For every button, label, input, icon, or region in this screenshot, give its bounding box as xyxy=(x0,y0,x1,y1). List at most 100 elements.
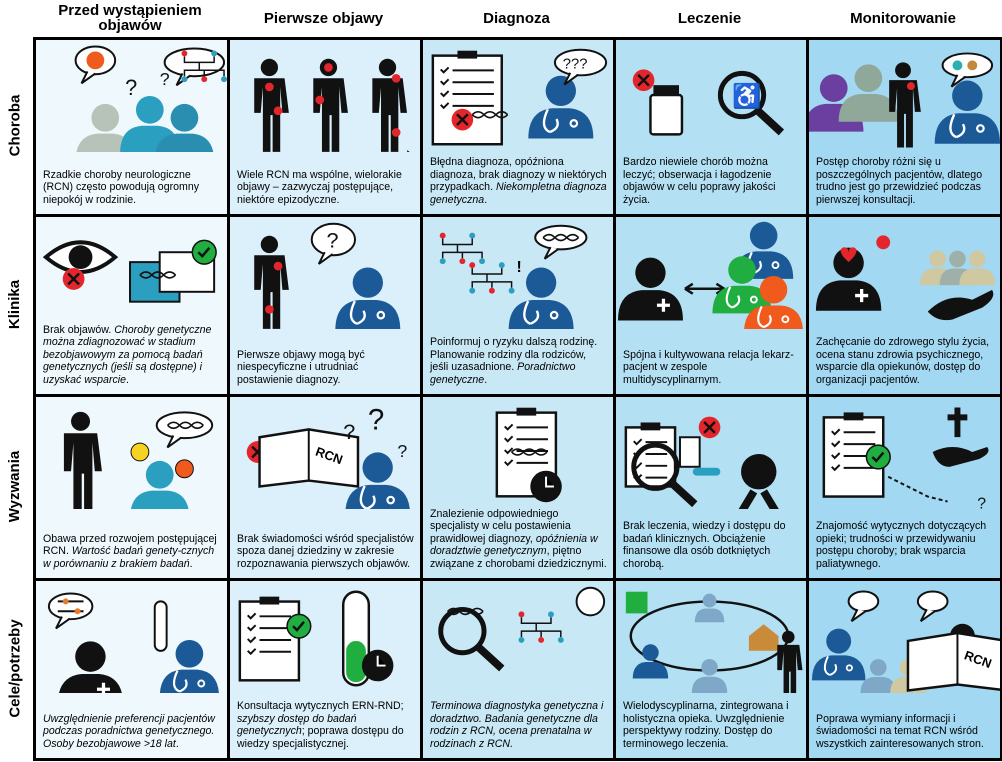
text-segment: szybszy dostęp do badań genetycznych xyxy=(237,712,357,738)
question-mark: ??? xyxy=(563,56,588,72)
grid-cell: Postęp choroby różni się u poszczególnyc… xyxy=(806,37,1002,217)
body-silhouette-icon xyxy=(254,235,289,329)
text-segment: Rzadkie choroby neurologiczne (RCN) częs… xyxy=(43,168,200,206)
cell-text: Wiele RCN ma wspólne, wielorakie objawy … xyxy=(237,169,414,206)
house-icon xyxy=(748,624,779,651)
doctor-icon xyxy=(811,628,866,681)
cell-illustration xyxy=(238,590,394,687)
cell-illustration xyxy=(617,221,803,329)
doctor-icon xyxy=(335,267,401,329)
wheelchair-icon: ♿ xyxy=(732,82,761,110)
text-segment: . xyxy=(175,737,179,750)
grid-cell: Wielodyscyplinarna, zintegrowana i holis… xyxy=(613,578,809,761)
text-segment: Wartość badań genety-cznych w porównaniu… xyxy=(43,545,215,570)
cell-illustration xyxy=(624,416,779,509)
cell-illustration xyxy=(47,592,219,693)
heart-icon xyxy=(840,247,857,263)
text-segment: Terminowa diagnostyka genetyczna i dorad… xyxy=(430,700,604,750)
magnifier-icon xyxy=(631,442,698,508)
dna-icon xyxy=(139,271,177,279)
grid-cell: ???Błędna diagnoza, opóźniona diagnoza, … xyxy=(420,37,616,217)
column-header: Pierwsze objawy xyxy=(263,9,384,27)
speech-bubble-icon xyxy=(941,52,994,88)
cell-text: Terminowa diagnostyka genetyczna i dorad… xyxy=(430,700,607,750)
magnifier-icon xyxy=(438,606,505,672)
cell-text: Brak objawów. Choroby genetyczne można z… xyxy=(43,324,221,386)
text-segment: Zachęcanie do zdrowego stylu życia, ocen… xyxy=(816,336,990,386)
check-mark-icon xyxy=(286,613,312,639)
text-segment: Brak objawów. xyxy=(43,323,115,336)
text-segment: Pierwsze objawy mogą być niespecyficzne … xyxy=(237,348,365,386)
clock-icon xyxy=(361,649,394,682)
person-icon xyxy=(691,659,728,693)
exclamation-mark: ! xyxy=(517,259,522,276)
speech-bubble-icon xyxy=(155,411,214,449)
text-segment: Poprawa wymiany informacji i świadomości… xyxy=(816,712,984,750)
clipboard-icon xyxy=(431,50,503,146)
family-tree-icon xyxy=(439,232,486,265)
row-header: Cele/potrzeby xyxy=(0,578,30,758)
clipboard-icon xyxy=(624,422,677,488)
cell-illustration xyxy=(438,586,606,672)
text-segment: Spójna i kultywowana relacja lekarz-pacj… xyxy=(623,348,794,386)
cell-text: Wielodyscyplinarna, zintegrowana i holis… xyxy=(623,700,800,750)
text-segment: Brak leczenia, wiedzy i dostępu do badań… xyxy=(623,520,786,570)
doctor-icon xyxy=(508,267,574,329)
clipboard-icon xyxy=(238,596,301,682)
row-header: Wyzwania xyxy=(0,394,30,578)
apple-icon xyxy=(876,235,891,250)
cell-text: Obawa przed rozwojem postępującej RCN. W… xyxy=(43,533,221,570)
dna-icon xyxy=(511,448,548,456)
speech-bubble-icon: ? xyxy=(310,222,357,265)
text-segment: . xyxy=(484,193,488,206)
cross-icon xyxy=(947,407,968,438)
grid-cell: ?Znajomość wytycznych dotyczących opieki… xyxy=(806,394,1002,581)
question-mark: ? xyxy=(326,227,338,252)
check-mark-icon xyxy=(865,444,891,470)
cell-illustration xyxy=(815,235,996,321)
cell-illustration xyxy=(254,58,410,152)
question-mark: ? xyxy=(125,75,137,100)
magnifier-icon xyxy=(717,70,785,136)
grid-cell: Konsultacja wytycznych ERN-RND; szybszy … xyxy=(227,578,423,761)
grid-cell: ! Poinformuj o ryzyku dalszą rodzinę. Pla… xyxy=(420,214,616,397)
cell-illustration xyxy=(495,407,562,503)
test-tube-icon xyxy=(153,600,168,652)
book-icon: RCN xyxy=(258,428,360,488)
speech-bubble-icon xyxy=(916,590,949,622)
cell-illustration: ??? xyxy=(431,48,608,146)
cell-illustration: ? xyxy=(254,222,401,329)
row-header: Choroba xyxy=(0,37,30,214)
column-header: Monitorowanie xyxy=(850,9,956,27)
person-icon xyxy=(959,250,996,286)
cell-text: Spójna i kultywowana relacja lekarz-pacj… xyxy=(623,349,800,386)
cell-illustration: ? xyxy=(822,407,989,509)
text-segment: Poradnictwo genetyczne xyxy=(430,361,576,386)
text-segment: Wiele RCN ma wspólne, wielorakie objawy … xyxy=(237,168,402,206)
family-tree-icon xyxy=(181,50,227,83)
body-silhouette-icon xyxy=(777,630,803,693)
cell-text: Uwzględnienie preferencji pacjentów podc… xyxy=(43,713,221,750)
text-segment: . xyxy=(484,373,488,386)
doctor-icon xyxy=(934,80,1000,144)
speech-bubble-icon xyxy=(534,224,588,260)
cell-text: Zachęcanie do zdrowego stylu życia, ocen… xyxy=(816,336,994,386)
text-segment: Znalezienie odpowiedniego specjalisty w … xyxy=(430,507,571,545)
column-header: Przed wystąpieniem objawów xyxy=(58,2,202,34)
question-mark: ? xyxy=(977,495,986,509)
doctor-icon xyxy=(159,639,219,693)
cell-text: Postęp choroby różni się u poszczególnyc… xyxy=(816,156,994,206)
row-header: Klinika xyxy=(0,214,30,394)
double-arrow-icon xyxy=(684,282,725,295)
person-icon xyxy=(130,460,189,509)
cell-illustration xyxy=(63,411,214,509)
text-segment: Uwzględnienie preferencji pacjentów podc… xyxy=(43,712,215,750)
person-icon xyxy=(76,103,134,152)
cell-text: Poinformuj o ryzyku dalszą rodzinę. Plan… xyxy=(430,336,607,386)
row-label: Choroba xyxy=(6,94,24,157)
cell-text: Brak leczenia, wiedzy i dostępu do badań… xyxy=(623,520,800,570)
cell-text: Poprawa wymiany informacji i świadomości… xyxy=(816,713,994,750)
dna-icon xyxy=(471,110,509,119)
family-tree-icon xyxy=(469,262,515,294)
